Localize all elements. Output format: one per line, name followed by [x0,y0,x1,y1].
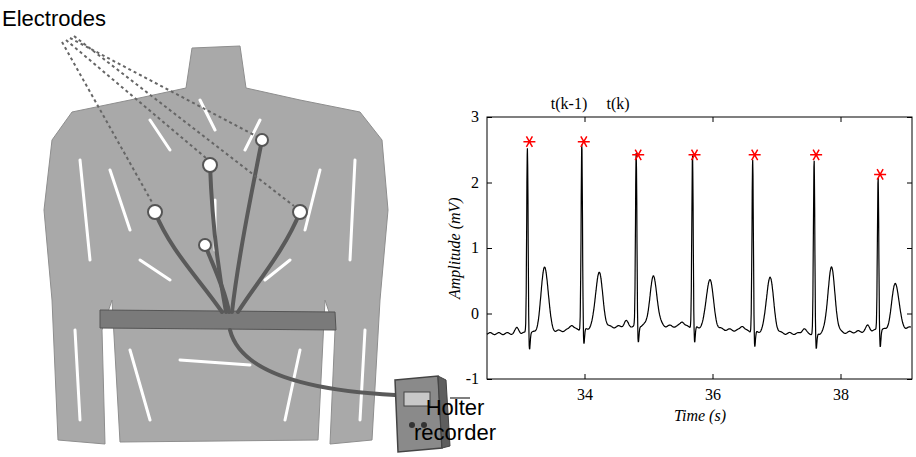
leader-lines [62,36,294,206]
x-tick [585,117,586,122]
tick-label: 34 [577,386,593,404]
x-tick [713,117,714,122]
axis-title: Amplitude (mV) [446,197,464,299]
peak-marker [749,150,761,160]
y-tick [487,314,492,315]
peak-marker [632,150,644,160]
axes-box [487,117,912,379]
peak-marker [523,136,535,146]
y-tick [487,183,492,184]
y-tick [907,183,912,184]
tick-label: 38 [833,386,849,404]
electrodes [148,134,307,251]
x-tick [585,374,586,379]
tick-label: -1 [466,370,479,388]
y-tick [487,248,492,249]
y-tick [907,248,912,249]
part-label: Holter recorder [395,395,515,446]
y-tick [907,379,912,380]
peak-marker [874,169,886,179]
y-tick [487,379,492,380]
x-tick [841,374,842,379]
x-tick [841,117,842,122]
y-tick [907,314,912,315]
torso-texture [75,100,365,420]
axis-title: Time (s) [674,407,726,425]
ecg-trace [487,145,911,350]
time-label: t(k-1) [551,95,587,113]
peak-marker [689,150,701,160]
peak-marker [578,136,590,146]
tick-label: 2 [471,174,479,192]
tick-label: 0 [471,305,479,323]
tick-label: 3 [471,108,479,126]
ecg-chart [487,117,912,380]
x-tick [713,374,714,379]
y-tick [907,117,912,118]
tick-label: 1 [471,239,479,257]
part-label: Electrodes [2,6,106,31]
time-label: t(k) [606,95,629,113]
y-tick [487,117,492,118]
tick-label: 36 [705,386,721,404]
belt [100,310,336,330]
electrode-wires [155,140,395,395]
torso [44,46,388,444]
peak-marker [810,150,822,160]
